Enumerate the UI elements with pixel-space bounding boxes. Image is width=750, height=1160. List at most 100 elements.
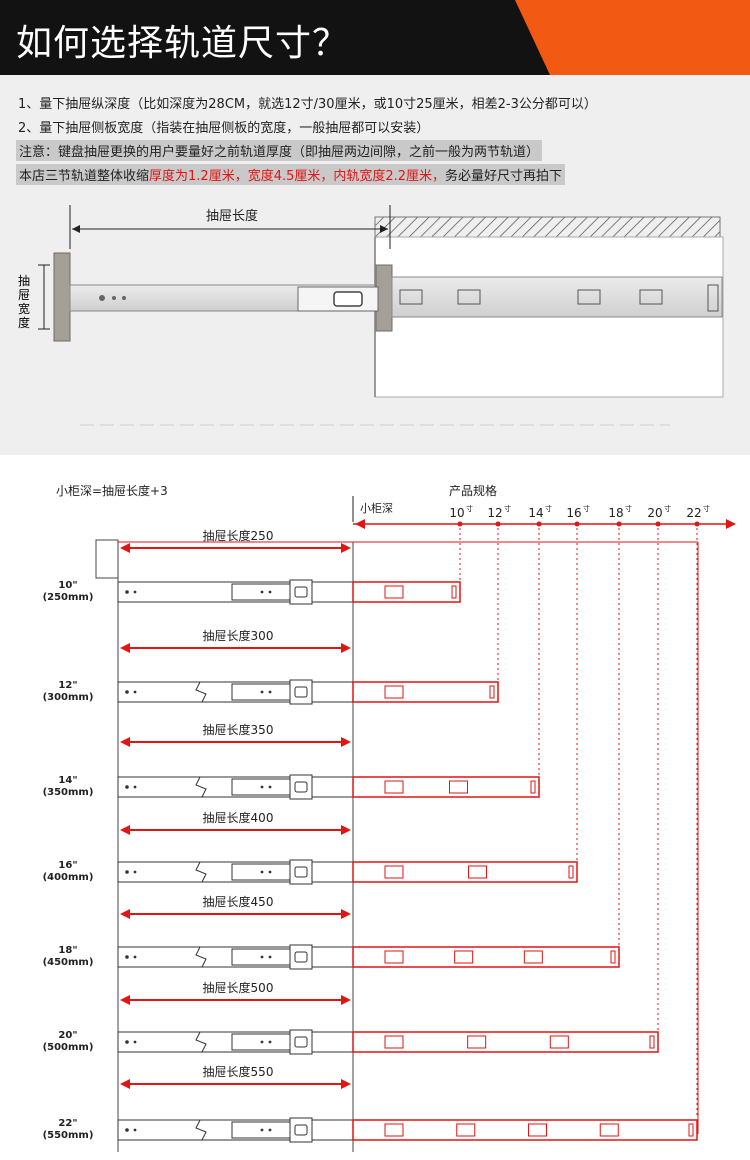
- spec-tick-unit: 寸: [504, 504, 511, 513]
- length-arrow-left: [120, 643, 130, 653]
- dim-arrow-right: [380, 225, 388, 233]
- dim-arrow-left: [72, 225, 80, 233]
- rail-slot-red: [384, 1035, 404, 1049]
- rail-slot-red: [599, 1123, 619, 1137]
- rail-latch: [294, 1124, 308, 1136]
- rail-latch: [294, 866, 308, 878]
- cabinet-rail-red: [352, 581, 461, 603]
- rail-hole: [125, 690, 129, 694]
- rail-hole: [268, 690, 272, 694]
- length-arrow-right: [341, 643, 351, 653]
- rail-slot-red: [384, 780, 404, 794]
- rail-end-stop: [610, 950, 616, 964]
- spec-tick-dot: [574, 521, 580, 527]
- length-arrow-left: [120, 909, 130, 919]
- rail-hole: [122, 296, 126, 300]
- length-arrow-right: [341, 995, 351, 1005]
- break-mark: [195, 776, 207, 798]
- length-arrow-right: [341, 543, 351, 553]
- note-line-1: 1、量下抽屉纵深度（比如深度为28CM，就选12寸/30厘米，或10寸25厘米，…: [18, 97, 597, 112]
- rail-latch: [294, 951, 308, 963]
- orange-accent-shape: [515, 0, 750, 75]
- spec-axis-arrow-left: [355, 519, 365, 529]
- spec-tick-unit: 寸: [583, 504, 590, 513]
- spec-tick-label: 20: [647, 506, 662, 520]
- rail-latch-box: [289, 774, 313, 800]
- note-line-4: 本店三节轨道整体收缩厚度为1.2厘米，宽度4.5厘米，内轨宽度2.2厘米，务必量…: [16, 164, 566, 185]
- spec-label: 产品规格: [449, 484, 498, 498]
- cabinet-rail-slots: [399, 284, 719, 312]
- break-mark: [195, 861, 207, 883]
- rail-slot-red: [384, 1123, 404, 1137]
- note-line-4-red: 厚度为1.2厘米，宽度4.5厘米，内轨宽度2.2厘米，: [149, 169, 446, 184]
- rail-hole: [125, 590, 129, 594]
- rail-size-inch: 20": [58, 1030, 78, 1041]
- note-line-2: 2、量下抽屉侧板宽度（指装在抽屉侧板的宽度，一般抽屉都可以安装）: [18, 121, 430, 136]
- rail-hole: [268, 870, 272, 874]
- cabinet-wall-top: [95, 539, 119, 579]
- rail-size-inch: 16": [58, 860, 78, 871]
- rail-hole: [112, 296, 116, 300]
- spec-tick-label: 12: [487, 506, 502, 520]
- spec-axis-arrow: [726, 519, 736, 529]
- rail-latch-box: [289, 1029, 313, 1055]
- drawer-side-panel: [53, 252, 71, 342]
- rail-size-mm: (450mm): [42, 957, 94, 968]
- rail-slot-red: [549, 1035, 569, 1049]
- length-arrow-right: [341, 909, 351, 919]
- rail-size-mm: (350mm): [42, 787, 94, 798]
- spec-tick-dot: [655, 521, 661, 527]
- spec-tick-label: 10: [449, 506, 464, 520]
- rail-hole: [260, 1128, 264, 1132]
- rail-hole: [125, 1128, 129, 1132]
- rail-hole: [133, 690, 137, 694]
- cabinet-formula: 小柜深=抽屉长度+3: [56, 484, 168, 498]
- spec-tick-dot: [536, 521, 542, 527]
- rail-hole: [125, 785, 129, 789]
- rail-size-inch: 10": [58, 580, 78, 591]
- rail-slot-red: [467, 1035, 487, 1049]
- rail-hole: [268, 785, 272, 789]
- cabinet-depth-label: 小柜深: [360, 502, 393, 515]
- spec-tick-dot: [616, 521, 622, 527]
- length-arrow-left: [120, 995, 130, 1005]
- spec-tick-unit: 寸: [625, 504, 632, 513]
- instructions-section: 1、量下抽屉纵深度（比如深度为28CM，就选12寸/30厘米，或10寸25厘米，…: [0, 75, 750, 455]
- rail-hole: [125, 870, 129, 874]
- size-chart-section: 小柜深=抽屉长度+3 产品规格 10"(250mm)12"(300mm)14"(…: [0, 462, 750, 1160]
- rail-size-mm: (500mm): [42, 1042, 94, 1053]
- rail-slot-red: [384, 585, 404, 599]
- spec-tick-label: 16: [566, 506, 581, 520]
- break-mark: [195, 1119, 207, 1141]
- rail-latch-box: [289, 1117, 313, 1143]
- rail-latch: [294, 1036, 308, 1048]
- rail-hole: [260, 785, 264, 789]
- cabinet-rail-red: [352, 776, 540, 798]
- rail-hole: [260, 1040, 264, 1044]
- drawer-length-label: 抽屉长度350: [203, 722, 274, 737]
- drawer-length-label: 抽屉长度400: [203, 810, 274, 825]
- length-arrow-left: [120, 543, 130, 553]
- rail-latch: [294, 686, 308, 698]
- drawer-width-char-3: 宽: [18, 301, 30, 316]
- cabinet-top-hatch: [374, 216, 721, 238]
- rail-end-stop: [451, 585, 457, 599]
- spec-tick-unit: 寸: [545, 504, 552, 513]
- cabinet-rail-red: [352, 946, 620, 968]
- rail-hole: [133, 870, 137, 874]
- length-arrow-right: [341, 737, 351, 747]
- rail-latch-box: [289, 859, 313, 885]
- rail-hole: [260, 870, 264, 874]
- length-arrow-right: [341, 825, 351, 835]
- spec-tick-dot: [495, 521, 501, 527]
- rail-hole: [268, 1128, 272, 1132]
- rail-hole: [133, 785, 137, 789]
- rail-size-label: 22"(550mm): [38, 1118, 98, 1142]
- drawer-length-label: 抽屉长度550: [203, 1064, 274, 1079]
- rail-size-inch: 14": [58, 775, 78, 786]
- drawer-width-char-4: 度: [18, 315, 30, 330]
- break-mark: [195, 1031, 207, 1053]
- spec-tick-label: 22: [686, 506, 701, 520]
- cabinet-rail-red: [352, 861, 578, 883]
